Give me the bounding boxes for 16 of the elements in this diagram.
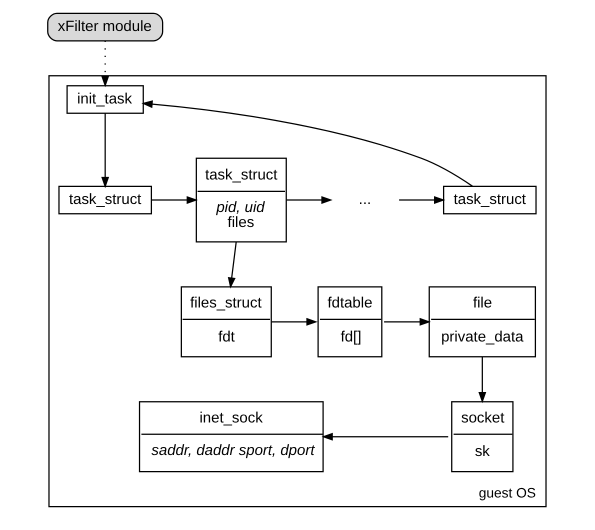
node-text: ... (358, 190, 372, 208)
node-box: xFilter module (47, 12, 164, 42)
arrow (478, 356, 486, 404)
arrow (151, 196, 198, 204)
arrow (141, 100, 473, 187)
arrow (272, 318, 318, 326)
arrow (286, 196, 333, 204)
node-box: task_struct (442, 186, 537, 214)
arrow (101, 40, 110, 88)
node-box: task_struct (58, 186, 152, 214)
node-box: init_task (66, 85, 144, 114)
arrow (322, 432, 448, 441)
arrow (399, 196, 446, 204)
arrow (384, 318, 431, 326)
arrow (228, 242, 237, 289)
arrow (101, 114, 110, 188)
